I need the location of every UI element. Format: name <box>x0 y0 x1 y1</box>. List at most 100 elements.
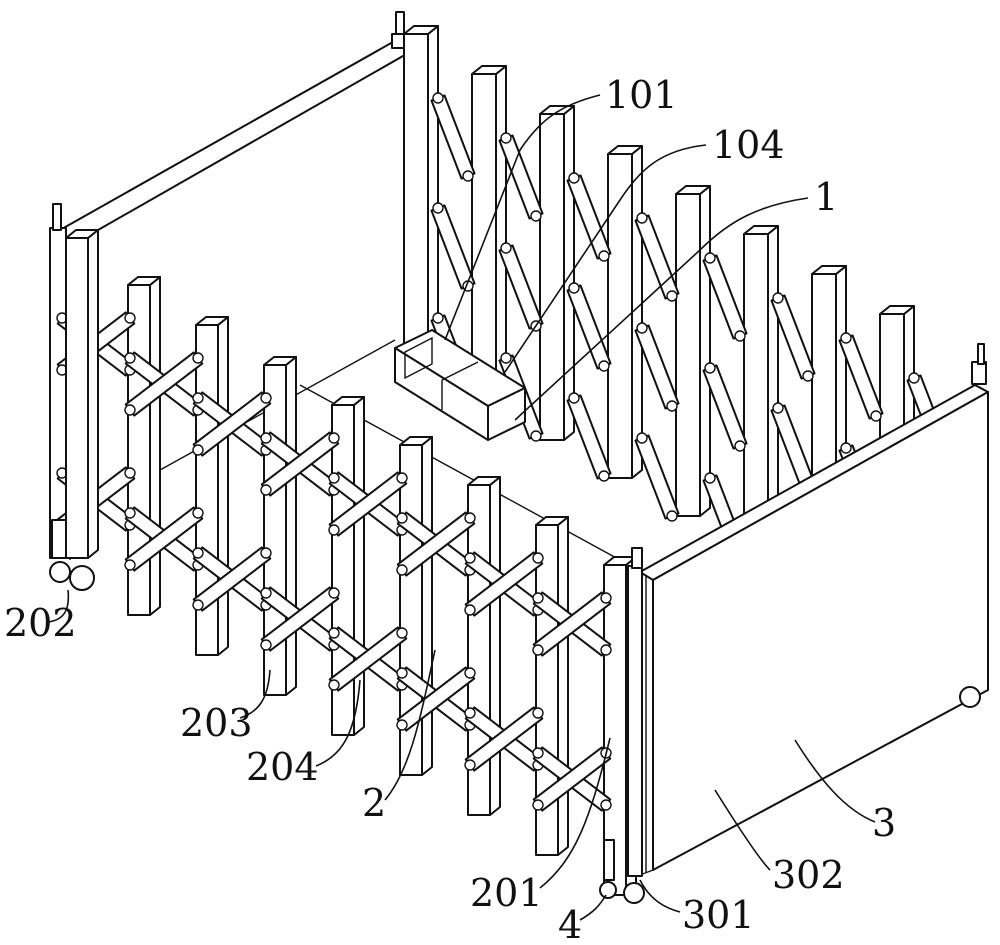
wheel-assemblies <box>49 519 617 899</box>
pivot-pin <box>532 747 544 759</box>
fence-post-top <box>743 225 779 235</box>
fence-post-top <box>331 396 365 406</box>
pivot-pin <box>260 547 272 559</box>
pivot-pin <box>124 559 136 571</box>
fence-post-top <box>607 145 643 155</box>
pivot-pin <box>870 410 882 422</box>
pivot-pin <box>192 547 204 559</box>
pivot-pin <box>432 312 444 324</box>
label-2: 2 <box>362 781 386 825</box>
pivot-pin <box>328 627 340 639</box>
pivot-pin <box>192 507 204 519</box>
fence-post-top <box>65 229 99 239</box>
fence-post-side <box>87 229 99 559</box>
pivot-pin <box>908 372 920 384</box>
pivot-pin <box>530 210 542 222</box>
pivot-pin <box>192 599 204 611</box>
pivot-pin <box>192 444 204 456</box>
reference-labels: 101 104 1 202 203 204 2 201 4 301 302 3 <box>4 73 896 945</box>
pivot-pin <box>260 484 272 496</box>
fence-post-top <box>403 25 439 35</box>
pivot-pin <box>704 362 716 374</box>
pivot-pin <box>840 332 852 344</box>
pivot-pin <box>704 252 716 264</box>
pivot-pin <box>328 432 340 444</box>
fence-post-top <box>535 516 569 526</box>
pivot-pin <box>462 170 474 182</box>
pivot-pin <box>328 587 340 599</box>
pivot-pin <box>500 242 512 254</box>
pivot-pin <box>636 212 648 224</box>
pivot-pin <box>260 639 272 651</box>
feed-trough <box>394 329 526 441</box>
pivot-pin <box>734 440 746 452</box>
pivot-pin <box>666 290 678 302</box>
fence-post <box>403 33 429 365</box>
pivot-pin <box>124 507 136 519</box>
fence-post-top <box>471 65 507 75</box>
pivot-pin <box>704 472 716 484</box>
pivot-pin <box>396 627 408 639</box>
label-101: 101 <box>605 73 678 117</box>
pivot-pin <box>260 432 272 444</box>
pivot-pin <box>636 322 648 334</box>
pivot-pin <box>532 707 544 719</box>
pivot-pin <box>568 392 580 404</box>
fence-post-side <box>699 185 711 517</box>
label-301: 301 <box>682 893 755 937</box>
pivot-pin <box>464 707 476 719</box>
pivot-pin <box>500 132 512 144</box>
pivot-pin <box>636 432 648 444</box>
front-left-scissor-fence <box>56 229 637 896</box>
label-203: 203 <box>180 701 253 745</box>
pivot-pin <box>464 512 476 524</box>
pivot-pin <box>396 564 408 576</box>
pivot-pin <box>328 524 340 536</box>
pivot-pin <box>396 667 408 679</box>
pivot-pin <box>598 250 610 262</box>
pivot-pin <box>802 370 814 382</box>
pivot-pin <box>464 667 476 679</box>
fence-post <box>539 113 565 441</box>
fence-post-side <box>217 316 229 656</box>
front-right-panel <box>623 343 989 904</box>
fence-post-top <box>811 265 847 275</box>
pivot-pin <box>666 400 678 412</box>
leader-lines <box>47 94 876 921</box>
pivot-pin <box>124 404 136 416</box>
pivot-pin <box>600 592 612 604</box>
label-1: 1 <box>814 175 838 219</box>
pivot-pin <box>568 172 580 184</box>
fence-post-top <box>399 436 433 446</box>
fence-post <box>675 193 701 517</box>
fence-post-side <box>489 476 501 816</box>
label-202: 202 <box>4 601 77 645</box>
pivot-pin <box>530 430 542 442</box>
pivot-pin <box>124 312 136 324</box>
label-3: 3 <box>872 801 896 845</box>
fence-post-top <box>879 305 915 315</box>
pivot-pin <box>464 759 476 771</box>
pivot-pin <box>500 352 512 364</box>
fence-post-side <box>495 65 507 403</box>
pivot-pin <box>600 644 612 656</box>
fence-post <box>471 73 497 403</box>
pivot-pin <box>124 352 136 364</box>
fence-post-side <box>285 356 297 696</box>
scissor-link <box>634 434 680 520</box>
fence-post-top <box>195 316 229 326</box>
fence-post-top <box>675 185 711 195</box>
fence-post-top <box>127 276 161 286</box>
pivot-pin <box>260 392 272 404</box>
fence-post-side <box>421 436 433 776</box>
pivot-pin <box>396 512 408 524</box>
pivot-pin <box>328 679 340 691</box>
pivot-pin <box>600 799 612 811</box>
pivot-pin <box>734 330 746 342</box>
label-201: 201 <box>470 871 543 915</box>
pivot-pin <box>464 604 476 616</box>
pivot-pin <box>598 470 610 482</box>
fence-post-top <box>467 476 501 486</box>
pivot-pin <box>124 467 136 479</box>
label-302: 302 <box>772 853 845 897</box>
